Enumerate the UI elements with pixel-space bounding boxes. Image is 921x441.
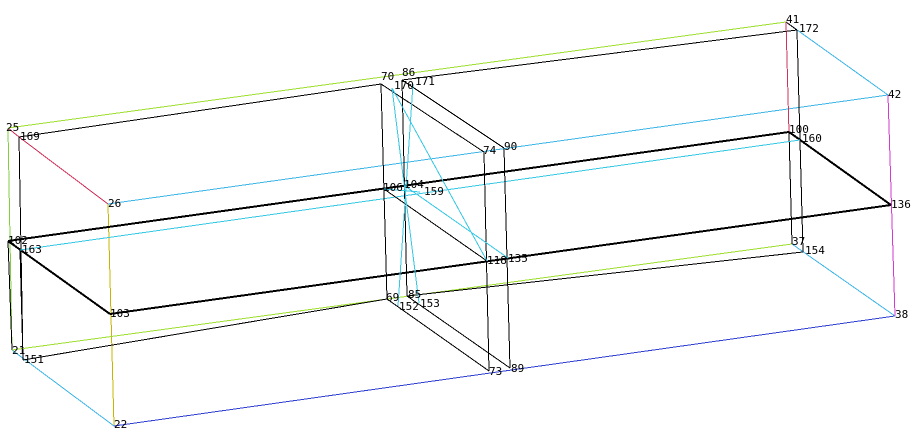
node-label-90: 90 (504, 140, 517, 153)
node-label-151: 151 (24, 353, 44, 366)
node-label-153: 153 (420, 297, 440, 310)
mesh-edge (19, 139, 801, 251)
node-label-154: 154 (805, 244, 825, 257)
mesh-edge (7, 240, 111, 315)
mesh-edge (7, 21, 787, 129)
node-label-26: 26 (108, 197, 121, 210)
node-label-152: 152 (399, 300, 419, 313)
node-label-172: 172 (799, 22, 819, 35)
mesh-edge (887, 94, 896, 317)
node-label-160: 160 (802, 132, 822, 145)
mesh-edge (788, 131, 892, 206)
node-label-69: 69 (386, 291, 399, 304)
node-label-103: 103 (110, 307, 130, 320)
mesh-edge (391, 87, 420, 304)
mesh-edge (401, 79, 505, 149)
node-label-41: 41 (786, 13, 799, 26)
mesh-edge (785, 21, 798, 31)
mesh-edge (386, 298, 490, 372)
node-label-135: 135 (508, 252, 528, 265)
mesh-edge (7, 131, 790, 242)
mesh-edge (785, 21, 889, 96)
mesh-edge (380, 83, 485, 153)
mesh-edge (788, 131, 793, 245)
node-label-169: 169 (20, 130, 40, 143)
mesh-edge (113, 315, 896, 427)
mesh-edges (7, 21, 896, 427)
mesh-edge (11, 243, 793, 351)
node-label-118: 118 (487, 254, 507, 267)
node-label-42: 42 (888, 88, 901, 101)
mesh-edge (404, 185, 509, 259)
mesh-edge (7, 127, 20, 138)
node-labels: 25 169 26 102 163 103 21 151 22 70 86 17… (6, 13, 911, 431)
node-label-38: 38 (895, 308, 908, 321)
mesh-edge (383, 188, 421, 193)
mesh-edge (109, 204, 892, 315)
mesh-edge (22, 298, 388, 361)
node-label-70: 70 (381, 70, 394, 83)
mesh-edge (406, 251, 804, 297)
node-label-37: 37 (792, 235, 805, 248)
mesh-edge (18, 136, 109, 205)
node-label-171: 171 (415, 75, 435, 88)
mesh-edge (380, 83, 388, 300)
node-label-21: 21 (12, 344, 25, 357)
mesh-edge (18, 83, 382, 138)
node-label-22: 22 (114, 418, 127, 431)
mesh-edge (107, 94, 889, 205)
node-label-74: 74 (483, 144, 497, 157)
mesh-edge (799, 139, 804, 253)
mesh-edge (107, 203, 115, 427)
mesh-edge (7, 127, 13, 351)
mesh-edge (791, 243, 896, 317)
mesh-edge (483, 151, 490, 372)
node-label-102: 102 (8, 234, 28, 247)
node-label-25: 25 (6, 121, 19, 134)
node-label-86: 86 (402, 66, 415, 79)
mesh-edge (503, 147, 511, 369)
mesh-edge (391, 87, 488, 262)
mesh-edge (11, 349, 115, 427)
node-label-106: 106 (383, 181, 403, 194)
mesh-edge (401, 29, 798, 81)
node-label-85: 85 (408, 288, 421, 301)
node-label-136: 136 (891, 198, 911, 211)
node-label-159: 159 (424, 185, 444, 198)
node-label-104: 104 (404, 178, 424, 191)
mesh-edge (7, 240, 13, 351)
node-label-89: 89 (511, 362, 524, 375)
node-label-100: 100 (789, 123, 809, 136)
node-label-170: 170 (394, 79, 414, 92)
node-label-163: 163 (22, 243, 42, 256)
node-label-73: 73 (489, 365, 502, 378)
mesh-edge (383, 188, 488, 262)
mesh-edge (19, 249, 24, 361)
mesh-edge (406, 295, 511, 369)
